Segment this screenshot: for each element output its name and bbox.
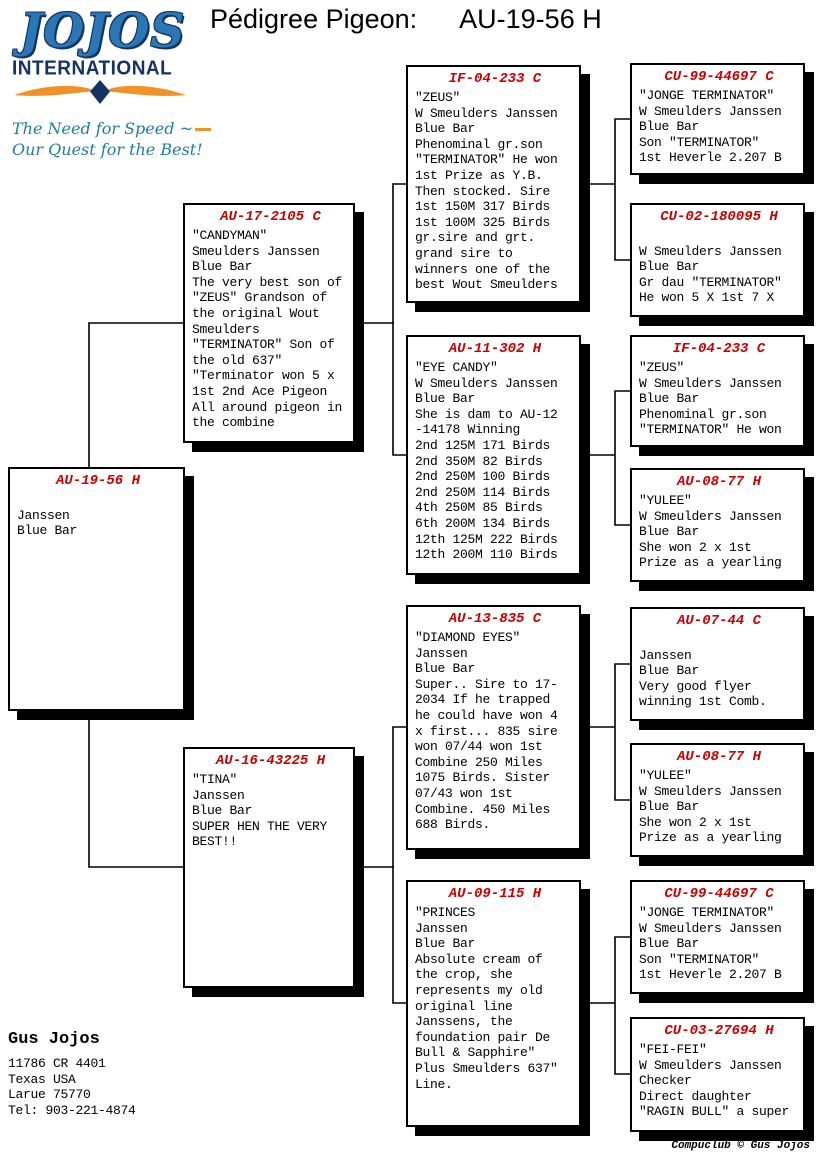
logo-wordmark: JOJOS	[20, 4, 186, 59]
ring-number: CU-02-180095 H	[660, 209, 778, 225]
ring-number: CU-99-44697 C	[664, 69, 774, 85]
ring-number: CU-99-44697 C	[664, 886, 774, 902]
title-subject-ring: AU-19-56 H	[459, 4, 602, 34]
ring-number: AU-07-44 C	[676, 613, 761, 629]
ring-number: AU-08-77 H	[676, 474, 761, 490]
pedigree-box-g4-1: CU-99-44697 C "JONGE TERMINATOR"W Smeuld…	[630, 63, 805, 175]
pedigree-box-g4-7: CU-99-44697 C "JONGE TERMINATOR"W Smeuld…	[630, 880, 805, 994]
pedigree-box-g3-2: AU-11-302 H "EYE CANDY"W Smeulders Janss…	[406, 335, 581, 575]
software-credit: Compuclub © Gus Jojos	[671, 1140, 810, 1152]
ring-number: IF-04-233 C	[672, 341, 766, 357]
page-title: Pédigree Pigeon: AU-19-56 H	[210, 4, 602, 35]
swoosh-icon	[14, 80, 186, 104]
logo-tagline: The Need for Speed ~ Our Quest for the B…	[12, 118, 211, 160]
ring-number: AU-09-115 H	[448, 886, 542, 902]
logo-subtitle: INTERNATIONAL	[12, 57, 173, 80]
pedigree-box-sire: AU-17-2105 C "CANDYMAN"Smeulders Janssen…	[183, 203, 355, 443]
tagline-line2: Our Quest for the Best!	[12, 140, 203, 159]
pedigree-box-g4-8: CU-03-27694 H "FEI-FEI"W Smeulders Janss…	[630, 1017, 805, 1132]
jojos-logo: JOJOS INTERNATIONAL The Need for Speed ~…	[12, 4, 211, 160]
tagline-line1: The Need for Speed	[12, 119, 175, 138]
owner-name: Gus Jojos	[8, 1030, 100, 1049]
ring-number: AU-17-2105 C	[220, 209, 321, 225]
ring-number: AU-13-835 C	[448, 611, 542, 627]
orange-dash-icon	[194, 128, 211, 131]
ring-number: AU-19-56 H	[55, 473, 140, 489]
ring-number: CU-03-27694 H	[664, 1023, 774, 1039]
ring-number: AU-11-302 H	[448, 341, 542, 357]
ring-number: IF-04-233 C	[448, 71, 542, 87]
tilde-glyph: ~	[179, 119, 193, 138]
ring-number: AU-16-43225 H	[215, 753, 326, 769]
title-label: Pédigree Pigeon:	[210, 4, 418, 34]
ring-number: AU-08-77 H	[676, 749, 761, 765]
